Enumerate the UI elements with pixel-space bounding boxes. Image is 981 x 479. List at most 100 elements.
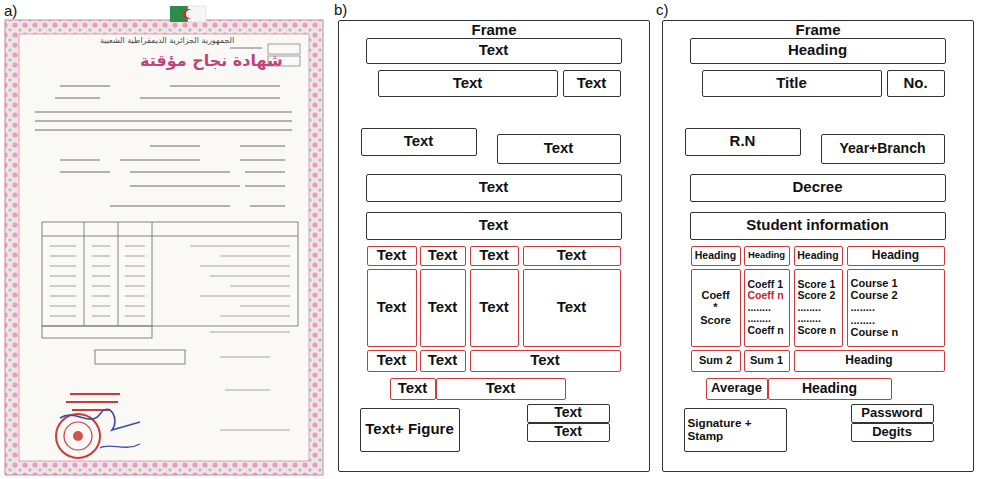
table-cell: Text (420, 350, 466, 372)
box-text: Decree (792, 179, 842, 196)
box-text: Text (428, 352, 458, 369)
box-text: Password (861, 406, 922, 420)
table-cell: Text (420, 246, 466, 266)
certificate-header: الجمهورية الجزائرية الديمقراطية الشعبية (100, 36, 234, 45)
box-text: ........ (798, 313, 821, 325)
box-text: Text+ Figure (365, 421, 454, 438)
box-text: Text (428, 247, 458, 264)
box-text: Average (711, 381, 762, 395)
box-text: Score n (798, 325, 837, 337)
box-text: ........ (851, 314, 875, 326)
box-text: Heading (797, 250, 838, 262)
text-block: Text (366, 174, 622, 202)
field-box: Student information (690, 212, 946, 240)
table-cell: Text (523, 246, 621, 266)
text-block: Text (563, 70, 621, 97)
box-text: ........ (748, 313, 771, 325)
box-text: Text (479, 42, 509, 59)
box-text: ........ (798, 302, 821, 314)
table-cell: Course 1Course 2................Course n (847, 269, 945, 347)
box-text: Text (404, 133, 434, 150)
box-text: Text (479, 247, 509, 264)
frame-title: Frame (471, 22, 516, 39)
table-heading: Heading (768, 378, 892, 400)
field-box: Signature + Stamp (684, 408, 787, 452)
table-cell: Text (470, 269, 519, 347)
box-text: No. (903, 75, 927, 92)
panel-letter: b) (334, 1, 347, 18)
box-text: Text (398, 380, 428, 397)
box-text: Course 2 (851, 289, 898, 301)
box-text: Text (479, 217, 509, 234)
box-text: Heading (788, 42, 847, 59)
table-heading: Heading (794, 350, 945, 372)
table-cell: Text (367, 246, 417, 266)
layout-frame: FrameTextTextTextTextTextTextTextTextTex… (338, 20, 650, 472)
box-text: Sum 1 (750, 354, 783, 366)
box-text: Heading (802, 381, 857, 396)
box-text: Score 1 (798, 279, 836, 291)
box-text: Text (377, 352, 407, 369)
box-text: Heading (695, 250, 736, 262)
panel-letter: c) (656, 1, 669, 18)
box-text: Coeff 1 (748, 279, 784, 291)
table-cell: Coeff 1Coeff n................Coeff n (744, 269, 790, 347)
box-text: Text (479, 179, 509, 196)
table-cell: Text (420, 269, 466, 347)
box-text: Score 2 (798, 290, 836, 302)
text-block: Text (527, 404, 610, 423)
box-text: Coeff n (748, 325, 784, 337)
frame-title: Frame (795, 22, 840, 39)
table-cell: Average (706, 378, 768, 400)
text-block: Text (366, 212, 622, 240)
table-cell: Score 1Score 2................Score n (794, 269, 843, 347)
box-text: ........ (748, 302, 771, 314)
field-box: Title (702, 70, 882, 97)
box-text: Score (700, 314, 731, 326)
box-text: Course 1 (851, 277, 898, 289)
box-text: Heading (748, 250, 785, 260)
panel-letter: a) (4, 2, 17, 19)
box-text: Signature + Stamp (688, 417, 786, 443)
box-text: Text (554, 424, 582, 439)
table-cell: Text (470, 246, 519, 266)
table-cell: Coeff*Score (691, 269, 741, 347)
text-block: Text (366, 38, 622, 64)
box-text: * (713, 301, 717, 313)
field-box: Password (851, 404, 934, 423)
box-text: Text (577, 75, 607, 92)
table-cell: Text (523, 269, 621, 347)
box-text: Year+Branch (840, 141, 926, 156)
table-heading: Heading (847, 246, 945, 266)
table-cell: Text (390, 378, 436, 400)
table-heading: Heading (691, 246, 741, 266)
field-box: No. (887, 70, 945, 97)
box-text: Text (453, 75, 483, 92)
box-text: Title (776, 75, 807, 92)
box-text: Text (377, 299, 407, 316)
box-text: Sum 2 (699, 354, 732, 366)
field-box: Decree (690, 174, 946, 202)
box-text: Text (530, 352, 560, 369)
box-text: Text (377, 247, 407, 264)
certificate-title: شهادة نجاح مؤقتة (140, 52, 283, 70)
box-text: Degits (872, 425, 912, 439)
text-block: Text (361, 128, 477, 156)
field-box: Degits (851, 423, 934, 442)
table-heading: Heading (794, 246, 843, 266)
field-box: R.N (685, 128, 801, 156)
field-box: Heading (690, 38, 946, 64)
text-block: Text+ Figure (360, 408, 460, 452)
box-text: ........ (851, 301, 875, 313)
table-cell: Text (367, 269, 417, 347)
box-text: Text (557, 299, 587, 316)
box-text: Course n (851, 326, 899, 338)
layout-frame: FrameHeadingTitleNo.R.NYear+BranchDecree… (662, 20, 974, 472)
text-block: Text (497, 134, 621, 164)
table-cell: Text (367, 350, 417, 372)
table-cell: Sum 2 (691, 350, 741, 372)
box-text: Text (428, 299, 458, 316)
box-text: Coeff n (748, 290, 784, 302)
box-text: Heading (845, 354, 892, 367)
box-text: Coeff (701, 289, 729, 301)
